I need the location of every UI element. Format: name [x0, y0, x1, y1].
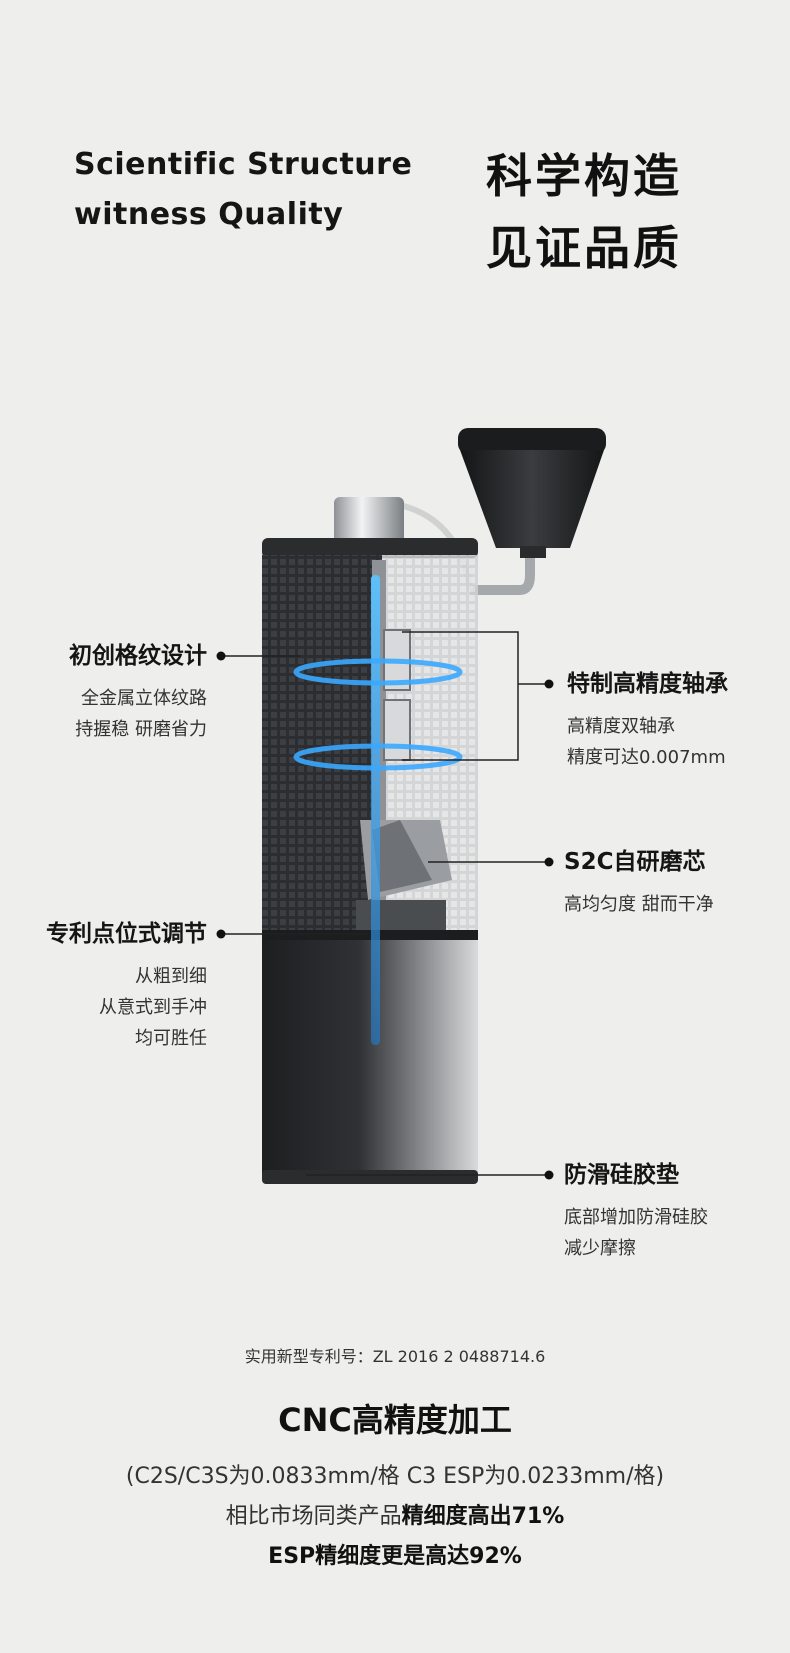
callout-burr-desc1: 高均匀度 甜而干净: [564, 894, 714, 915]
glow-beam: [371, 575, 380, 1045]
callout-pad-desc2: 减少摩擦: [564, 1238, 636, 1259]
callout-bearing-desc2: 精度可达0.007mm: [567, 747, 726, 768]
english-headline: Scientific Structure witness Quality: [74, 140, 412, 240]
cnc-title: CNC高精度加工: [278, 1401, 512, 1439]
callout-grid-desc1: 全金属立体纹路: [81, 688, 207, 709]
bearing-lower: [383, 699, 411, 761]
chinese-headline-line2: 见证品质: [486, 221, 682, 275]
top-nut: [334, 497, 404, 543]
english-headline-line1: Scientific Structure: [74, 147, 413, 182]
handle-knob-cap: [458, 428, 606, 454]
handle-knob: [460, 450, 604, 548]
glow-ring-upper: [293, 658, 463, 686]
spec-block: (C2S/C3S为0.0833mm/格 C3 ESP为0.0233mm/格) 相…: [0, 1457, 790, 1577]
callout-pad-title: 防滑硅胶垫: [564, 1162, 679, 1188]
adjust-ring: [356, 900, 446, 930]
callout-bearing-desc1: 高精度双轴承: [567, 716, 675, 737]
callout-dot-bearing: [544, 679, 554, 689]
callout-dot-adjust: [216, 929, 226, 939]
callout-adjust-desc1: 从粗到细: [135, 966, 207, 987]
callout-grid-pattern: 初创格纹设计 全金属立体纹路 持握稳 研磨省力: [69, 641, 207, 745]
spec-line2-bold: 精细度高出71%: [401, 1504, 565, 1529]
patent-number: 实用新型专利号：ZL 2016 2 0488714.6: [244, 1347, 546, 1366]
callout-bracket-bearing: [402, 631, 519, 761]
callout-dot-burr: [544, 857, 554, 867]
callout-dot-grid: [216, 651, 226, 661]
english-headline-line2: witness Quality: [74, 197, 344, 232]
callout-anti-slip-pad: 防滑硅胶垫 底部增加防滑硅胶 减少摩擦: [564, 1160, 708, 1264]
anti-slip-pad: [262, 1170, 478, 1184]
callout-pad-desc1: 底部增加防滑硅胶: [564, 1207, 708, 1228]
glow-ring-lower: [293, 743, 463, 771]
handle-arm: [470, 555, 535, 595]
chinese-headline-line1: 科学构造: [486, 149, 682, 203]
callout-burr-title: S2C自研磨芯: [564, 849, 706, 875]
lower-ring: [262, 930, 478, 940]
callout-adjust-desc3: 均可胜任: [135, 1028, 207, 1049]
lower-body: [262, 935, 478, 1175]
spec-line2: 相比市场同类产品精细度高出71%: [0, 1497, 790, 1537]
callout-adjust-title: 专利点位式调节: [46, 921, 207, 947]
callout-grid-title: 初创格纹设计: [69, 643, 207, 669]
callout-grid-desc2: 持握稳 研磨省力: [75, 719, 207, 740]
spec-line1: (C2S/C3S为0.0833mm/格 C3 ESP为0.0233mm/格): [125, 1464, 665, 1489]
spec-line2-normal: 相比市场同类产品: [225, 1504, 402, 1529]
callout-dot-pad: [544, 1170, 554, 1180]
callout-bearing-title: 特制高精度轴承: [567, 671, 728, 697]
callout-bearing: 特制高精度轴承 高精度双轴承 精度可达0.007mm: [567, 669, 728, 773]
top-cap: [262, 538, 478, 558]
spec-line3: ESP精细度更是高达92%: [268, 1544, 522, 1569]
chinese-headline: 科学构造 见证品质: [486, 140, 682, 284]
callout-burr: S2C自研磨芯 高均匀度 甜而干净: [564, 847, 714, 920]
callout-adjust-desc2: 从意式到手冲: [99, 997, 207, 1018]
callout-adjust: 专利点位式调节 从粗到细 从意式到手冲 均可胜任: [46, 919, 207, 1054]
